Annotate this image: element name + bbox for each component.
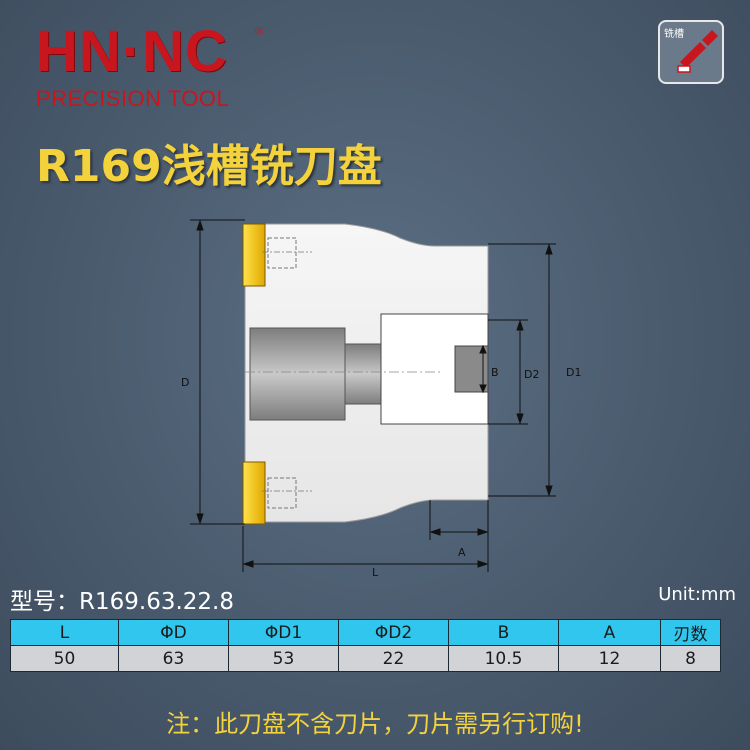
model-label: 型号： (10, 589, 79, 615)
category-badge: 铣槽 (658, 20, 724, 84)
badge-label: 铣槽 (664, 29, 684, 40)
dimension-L (242, 526, 489, 572)
header-cell: B (448, 619, 559, 646)
model-value: R169.63.22.8 (79, 589, 234, 615)
header-cell: 刃数 (660, 619, 721, 646)
value-cell: 8 (660, 645, 721, 672)
unit-label: Unit:mm (658, 584, 736, 605)
note-text: 注：此刀盘不含刀片，刀片需另行订购! (166, 710, 584, 738)
label-D1: D1 (566, 366, 581, 379)
logo-tagline: PRECISION TOOL (36, 86, 230, 111)
header-cell: L (10, 619, 119, 646)
table-row: 50 63 53 22 10.5 12 8 (10, 645, 721, 672)
dimension-D (190, 219, 245, 525)
dimension-A (429, 500, 489, 572)
technical-drawing: D D1 D2 B A L (181, 219, 581, 579)
dimension-B (479, 344, 487, 394)
value-cell: 63 (118, 645, 229, 672)
label-D: D (181, 376, 189, 389)
header-cell: A (558, 619, 661, 646)
value-cell: 22 (338, 645, 449, 672)
value-cell: 53 (228, 645, 339, 672)
value-cell: 12 (558, 645, 661, 672)
header-cell: ΦD (118, 619, 229, 646)
lower-insert (242, 461, 266, 525)
logo-text: HN·NC (36, 19, 228, 84)
model-number: 型号：R169.63.22.8 (10, 582, 234, 616)
dimension-D1 (488, 243, 556, 497)
label-D2: D2 (524, 368, 539, 381)
label-L: L (372, 566, 379, 579)
header-cell: ΦD1 (228, 619, 339, 646)
bore-step (344, 343, 382, 405)
spec-table: L ΦD ΦD1 ΦD2 B A 刃数 50 63 53 22 10.5 12 … (10, 619, 721, 672)
table-header-row: L ΦD ΦD1 ΦD2 B A 刃数 (10, 619, 721, 646)
label-B: B (491, 366, 499, 379)
page-title: R169浅槽铣刀盘 (36, 141, 382, 192)
value-cell: 10.5 (448, 645, 559, 672)
registered-mark: ® (255, 26, 264, 38)
dimension-D2 (488, 319, 528, 425)
upper-insert (242, 223, 266, 287)
value-cell: 50 (10, 645, 119, 672)
bore (249, 327, 346, 421)
label-A: A (458, 546, 466, 559)
milling-slot-icon (677, 30, 718, 73)
header-cell: ΦD2 (338, 619, 449, 646)
